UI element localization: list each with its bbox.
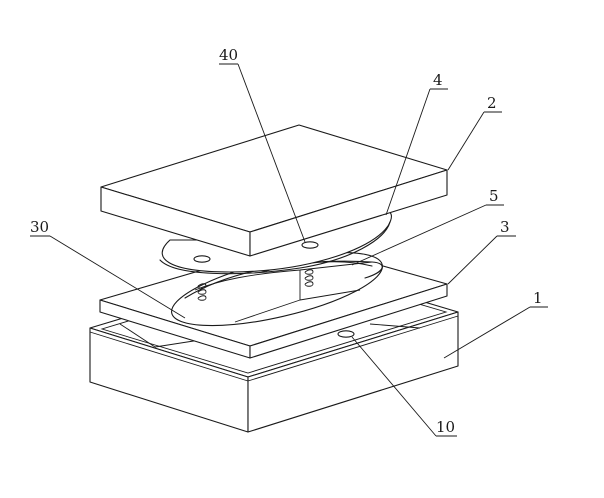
hole-10 [337,330,355,338]
hole-disk [193,255,211,263]
spring-right [304,269,314,287]
top-plate-part-2 [100,124,448,257]
label-1: 1 [533,289,543,307]
label-4: 4 [433,71,443,89]
label-30: 30 [30,218,49,236]
label-3: 3 [500,218,510,236]
label-40: 40 [219,46,238,64]
label-2: 2 [487,94,497,112]
spring-left [197,283,207,301]
label-10: 10 [436,418,455,436]
leader-lines [30,63,548,437]
hole-40 [301,241,319,249]
label-5: 5 [489,187,499,205]
